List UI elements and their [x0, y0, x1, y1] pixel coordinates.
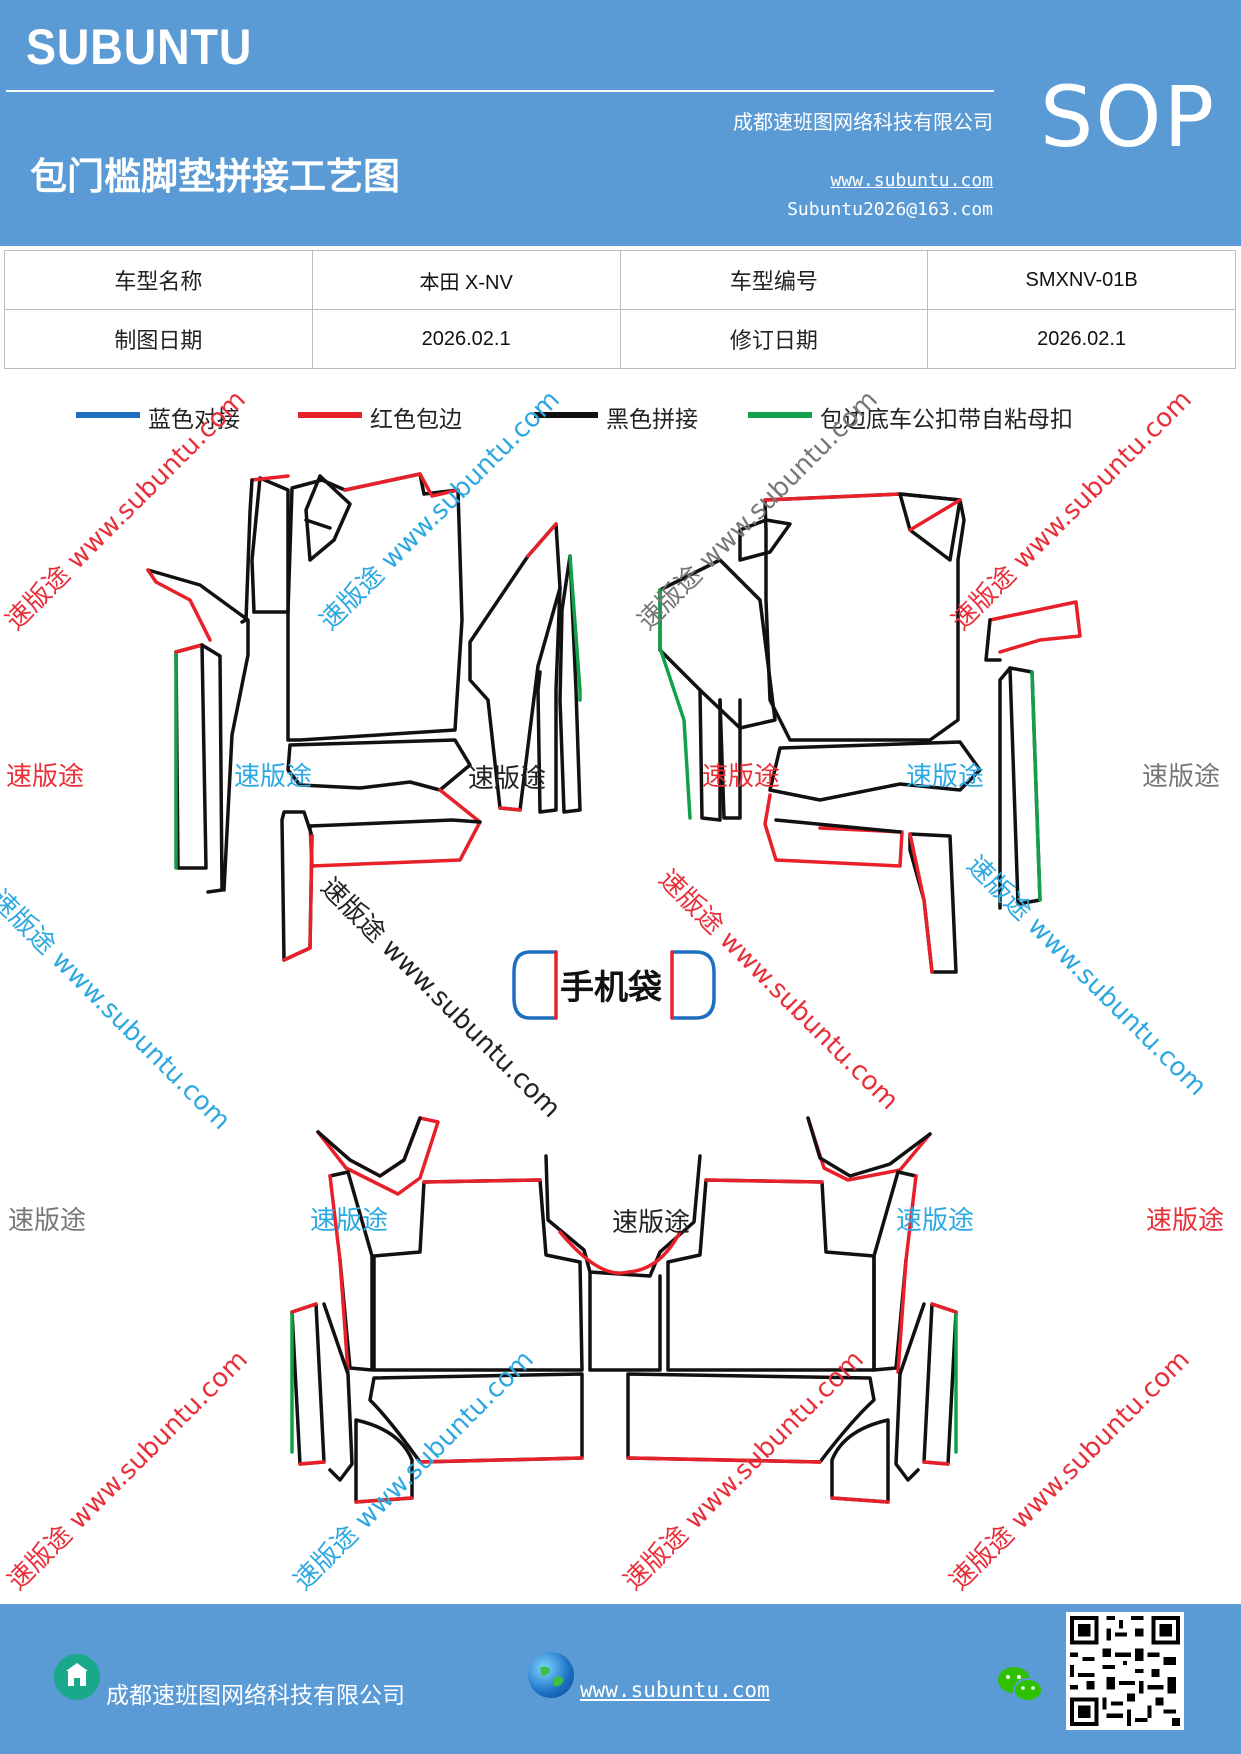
watermark-text: 速版途: [234, 762, 313, 792]
footer-banner: 成都速班图网络科技有限公司 www.subuntu.com: [0, 1604, 1241, 1754]
legend-label: 蓝色对接: [148, 407, 240, 433]
globe-icon: [528, 1652, 574, 1698]
watermark-text: 速版途: [1142, 762, 1221, 792]
watermark-text: 速版途: [1146, 1206, 1225, 1236]
watermark-text: 速版途: [896, 1206, 975, 1236]
legend-swatch-blue: [76, 412, 140, 418]
doc-type-label: SOP: [1040, 68, 1217, 166]
model-name-value: 本田 X-NV: [311, 250, 621, 310]
revise-date-label: 修订日期: [619, 309, 929, 369]
qr-code[interactable]: [1066, 1612, 1184, 1730]
watermark-text: 速版途: [906, 762, 985, 792]
model-name-label: 车型名称: [4, 250, 313, 310]
header-banner: SUBUNTU 成都速班图网络科技有限公司 包门槛脚垫拼接工艺图 www.sub…: [0, 0, 1241, 246]
model-code-value: SMXNV-01B: [927, 250, 1236, 310]
legend-swatch-red: [298, 412, 362, 418]
footer-website-link[interactable]: www.subuntu.com: [580, 1678, 770, 1702]
table-row: 车型名称 本田 X-NV 车型编号 SMXNV-01B: [4, 250, 1236, 310]
draw-date-label: 制图日期: [4, 309, 313, 369]
floor-mat-pattern-drawing: [146, 472, 1082, 1504]
legend-swatch-green: [748, 412, 812, 418]
watermark-text: 速版途: [468, 764, 547, 794]
page-title: 包门槛脚垫拼接工艺图: [30, 155, 400, 198]
front-left-mat: [146, 472, 582, 962]
legend-swatch-black: [534, 412, 598, 418]
brand-logo: SUBUNTU: [26, 19, 253, 75]
legend-label: 包边底车公扣带自粘母扣: [820, 407, 1073, 433]
header-email: Subuntu2026@163.com: [787, 199, 993, 220]
legend-label: 红色包边: [370, 407, 462, 433]
footer-company: 成都速班图网络科技有限公司: [106, 1683, 405, 1709]
watermark-text: 速版途: [8, 1206, 87, 1236]
model-code-label: 车型编号: [619, 250, 929, 310]
legend-label: 黑色拼接: [606, 407, 698, 433]
front-right-mat: [658, 492, 1082, 974]
header-divider: [6, 90, 994, 92]
phone-bag-pieces: [512, 950, 716, 1020]
watermark-text: 速版途: [310, 1206, 389, 1236]
rear-mat: [290, 1116, 958, 1504]
building-icon: [54, 1654, 100, 1700]
phone-bag-label: 手机袋: [560, 968, 662, 1008]
watermark-text: 速版途: [6, 762, 85, 792]
revise-date-value: 2026.02.1: [927, 309, 1236, 369]
table-row: 制图日期 2026.02.1 修订日期 2026.02.1: [4, 309, 1236, 369]
header-website-link[interactable]: www.subuntu.com: [830, 170, 993, 191]
info-table: 车型名称 本田 X-NV 车型编号 SMXNV-01B 制图日期 2026.02…: [4, 250, 1236, 369]
wechat-icon[interactable]: [996, 1664, 1044, 1710]
header-company: 成都速班图网络科技有限公司: [733, 110, 993, 134]
watermark-text: 速版途: [702, 762, 781, 792]
watermark-text: 速版途: [612, 1208, 691, 1238]
draw-date-value: 2026.02.1: [311, 309, 621, 369]
